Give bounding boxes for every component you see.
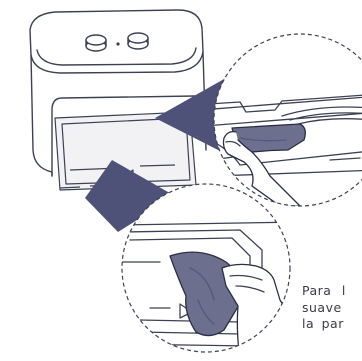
caption-line-2: suave <box>302 300 342 315</box>
caption-line-1: Para l <box>302 283 346 298</box>
upper-hand <box>222 130 301 206</box>
air-fryer-body <box>30 54 53 177</box>
lower-detail-circle <box>121 183 291 353</box>
lower-callout-pointer <box>85 160 175 232</box>
indicator-light <box>116 42 120 46</box>
upper-detail-circle <box>213 33 362 207</box>
caption-line-3: la par <box>302 316 344 331</box>
